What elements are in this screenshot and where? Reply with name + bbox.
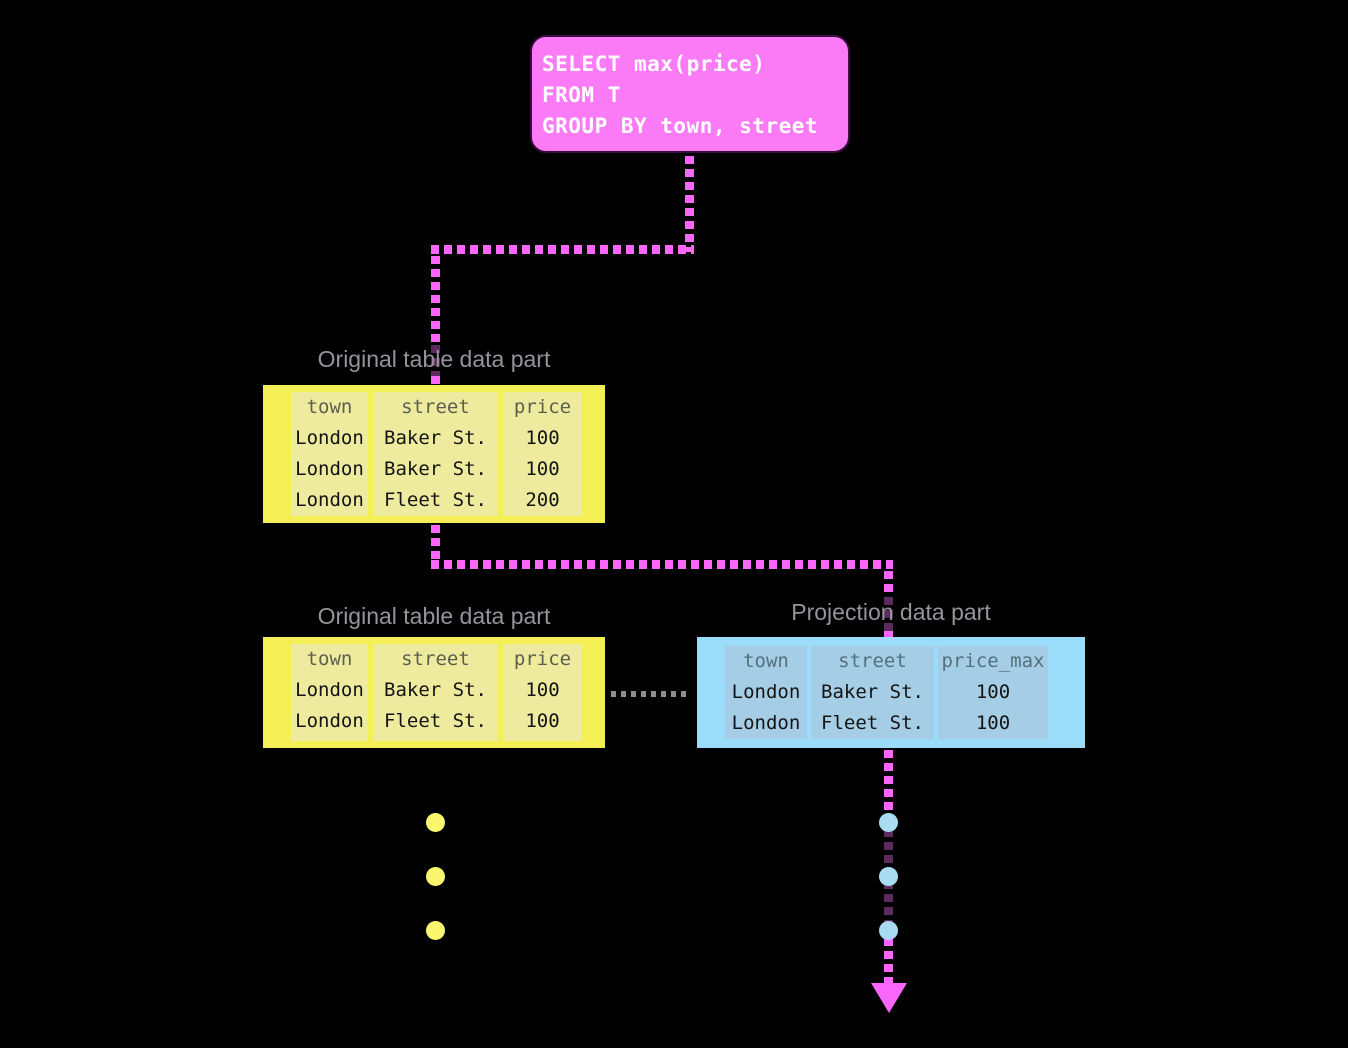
part1-to-projection-connector-segment (884, 631, 893, 639)
part1-to-projection-connector-segment-dim (884, 597, 893, 631)
column-header: street (401, 396, 470, 418)
table-column-price_max: price_max 100 100 (938, 646, 1048, 739)
column-header: town (306, 648, 353, 670)
table-cell: Fleet St. (384, 489, 487, 511)
ellipsis-dot-yellow (426, 813, 445, 832)
table-cell: London (731, 681, 801, 703)
query-to-part1-connector-segment (431, 376, 440, 387)
column-header: price (513, 396, 572, 418)
ellipsis-dot-blue (879, 867, 898, 886)
sql-line-select: SELECT max(price) (542, 52, 766, 76)
table-cell: 100 (525, 710, 560, 732)
table-cell: 100 (975, 712, 1011, 734)
table-cell: Baker St. (384, 427, 487, 449)
query-to-part1-connector-segment-dim (431, 345, 440, 376)
table-column-price: price 100 100 200 (503, 392, 582, 516)
table-cell: 100 (975, 681, 1011, 703)
table-cell: Baker St. (384, 458, 487, 480)
ellipsis-dot-yellow (426, 867, 445, 886)
projection-output-arrow-segment (884, 938, 893, 984)
table-cell: London (731, 712, 801, 734)
ellipsis-dot-blue (879, 813, 898, 832)
part2-to-projection-link (611, 691, 691, 697)
table-cell: Fleet St. (821, 712, 924, 734)
table-cell: London (295, 458, 364, 480)
column-header: town (743, 650, 789, 672)
table-cell: London (295, 427, 364, 449)
column-header: price (513, 648, 572, 670)
column-header: price_max (941, 650, 1045, 672)
table-cell: Baker St. (821, 681, 924, 703)
table-cell: 100 (525, 679, 560, 701)
projection-output-arrow-segment (884, 750, 893, 816)
table-cell: London (295, 489, 364, 511)
part1-to-projection-connector-segment (431, 525, 440, 561)
column-header: street (401, 648, 470, 670)
table-cell: 200 (525, 489, 560, 511)
part1-to-projection-connector-segment (431, 560, 893, 569)
sql-line-groupby: GROUP BY town, street (542, 114, 819, 138)
query-to-part1-connector-segment (431, 245, 694, 254)
table-cell: 100 (525, 458, 560, 480)
sql-line-from: FROM T (542, 83, 621, 107)
ellipsis-dot-blue (879, 921, 898, 940)
projection-part-label: Projection data part (791, 599, 991, 625)
sql-query-box: SELECT max(price) FROM T GROUP BY town, … (530, 35, 850, 153)
column-header: street (838, 650, 907, 672)
original-part-2-label: Original table data part (317, 603, 551, 629)
query-to-part1-connector-segment (431, 256, 440, 345)
table-cell: London (295, 679, 364, 701)
table-cell: Baker St. (384, 679, 487, 701)
table-column-price: price 100 100 (503, 644, 582, 741)
table-cell: Fleet St. (384, 710, 487, 732)
query-to-part1-connector-segment (685, 156, 694, 252)
original-part-1-label: Original table data part (317, 346, 551, 372)
column-header: town (306, 396, 353, 418)
part1-to-projection-connector-segment (884, 571, 893, 597)
arrow-down-icon (871, 983, 907, 1013)
table-cell: London (295, 710, 364, 732)
ellipsis-dot-yellow (426, 921, 445, 940)
table-cell: 100 (525, 427, 560, 449)
